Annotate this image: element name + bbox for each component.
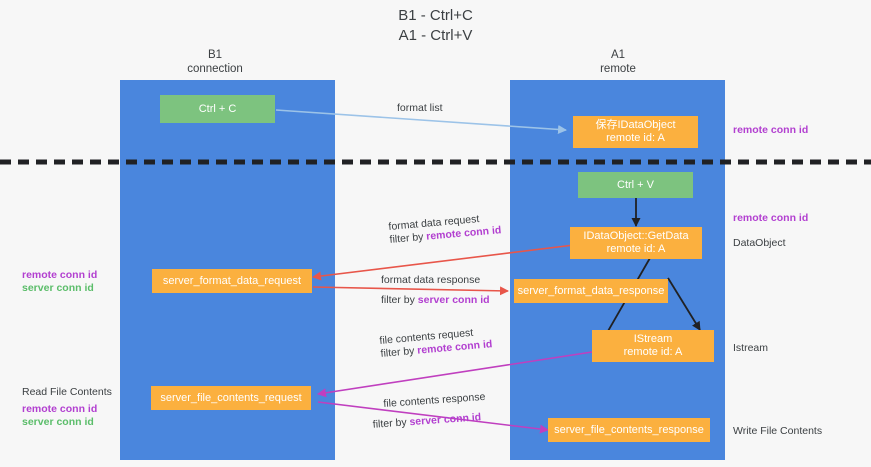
side-label-left-remote-conn-id: remote conn id bbox=[22, 269, 98, 281]
filter-by-prefix-4: filter by bbox=[372, 416, 410, 431]
filter-by-prefix-2: filter by bbox=[381, 294, 418, 306]
filter-key-server-conn-id-2: server conn id bbox=[409, 411, 482, 429]
edge-label-format-data-response-line1: format data response bbox=[381, 274, 481, 286]
node-idataobject-getdata[interactable]: IDataObject::GetData remote id: A bbox=[570, 227, 702, 259]
edge-label-format-data-response: format data response filter by server co… bbox=[381, 274, 490, 307]
column-header-b1-name: B1 bbox=[207, 49, 223, 61]
edge-label-file-contents-response: file contents response filter by server … bbox=[372, 390, 487, 431]
edge-label-file-contents-response-line1: file contents response bbox=[383, 390, 486, 410]
title-line-1: B1 - Ctrl+C bbox=[398, 7, 473, 24]
edge-label-file-contents-response-line2: filter by server conn id bbox=[372, 411, 487, 432]
column-header-a1-name: A1 bbox=[610, 49, 626, 61]
filter-by-prefix-1: filter by bbox=[389, 230, 427, 246]
side-label-istream: Istream bbox=[733, 342, 769, 354]
column-header-b1-sub: connection bbox=[187, 63, 243, 75]
node-idataobject-getdata-sublabel: remote id: A bbox=[606, 243, 666, 255]
side-label-dataobject: DataObject bbox=[733, 237, 786, 249]
node-save-idataobject[interactable]: 保存IDataObject remote id: A bbox=[573, 116, 698, 148]
node-istream-label: IStream bbox=[633, 333, 673, 345]
edge-label-format-list: format list bbox=[397, 102, 443, 115]
side-label-left-remote-conn-id-2: remote conn id bbox=[22, 403, 98, 415]
node-server-format-data-request[interactable]: server_format_data_request bbox=[152, 269, 312, 293]
node-server-format-data-response[interactable]: server_format_data_response bbox=[514, 279, 668, 303]
node-save-idataobject-label: 保存IDataObject bbox=[595, 119, 676, 131]
diagram-title: B1 - Ctrl+C A1 - Ctrl+V bbox=[0, 6, 871, 46]
filter-by-prefix-3: filter by bbox=[380, 344, 418, 360]
column-header-a1-sub: remote bbox=[600, 63, 636, 75]
node-ctrl-v-label: Ctrl + V bbox=[617, 178, 654, 191]
edge-label-file-contents-request: file contents request filter by remote c… bbox=[379, 325, 493, 361]
node-server-file-contents-response-label: server_file_contents_response bbox=[554, 423, 704, 436]
side-label-remote-conn-id-mid: remote conn id bbox=[733, 212, 809, 224]
node-server-format-data-response-label: server_format_data_response bbox=[517, 284, 665, 297]
column-header-b1: B1 connection bbox=[155, 48, 275, 76]
node-server-format-data-request-label: server_format_data_request bbox=[162, 274, 302, 287]
node-server-file-contents-response[interactable]: server_file_contents_response bbox=[548, 418, 710, 442]
node-idataobject-getdata-label: IDataObject::GetData bbox=[583, 230, 689, 242]
column-header-a1: A1 remote bbox=[558, 48, 678, 76]
node-istream[interactable]: IStream remote id: A bbox=[592, 330, 714, 362]
title-line-2: A1 - Ctrl+V bbox=[398, 27, 473, 44]
side-label-left-server-conn-id: server conn id bbox=[22, 282, 94, 294]
node-ctrl-c[interactable]: Ctrl + C bbox=[160, 95, 275, 123]
node-ctrl-v[interactable]: Ctrl + V bbox=[578, 172, 693, 198]
node-save-idataobject-sublabel: remote id: A bbox=[606, 132, 665, 144]
side-label-left-server-conn-id-2: server conn id bbox=[22, 416, 94, 428]
node-server-file-contents-request[interactable]: server_file_contents_request bbox=[151, 386, 311, 410]
side-label-read-file-contents: Read File Contents bbox=[22, 386, 112, 398]
filter-key-server-conn-id-1: server conn id bbox=[417, 294, 490, 306]
edge-label-format-data-request: format data request filter by remote con… bbox=[388, 211, 502, 247]
node-ctrl-c-label: Ctrl + C bbox=[198, 102, 237, 115]
edge-label-format-list-line1: format list bbox=[397, 102, 443, 114]
node-istream-sublabel: remote id: A bbox=[623, 346, 683, 358]
node-server-file-contents-request-label: server_file_contents_request bbox=[160, 391, 302, 404]
side-label-remote-conn-id-top: remote conn id bbox=[733, 124, 809, 136]
side-label-write-file-contents: Write File Contents bbox=[733, 425, 823, 437]
edge-label-format-data-response-line2: filter by server conn id bbox=[381, 294, 490, 307]
